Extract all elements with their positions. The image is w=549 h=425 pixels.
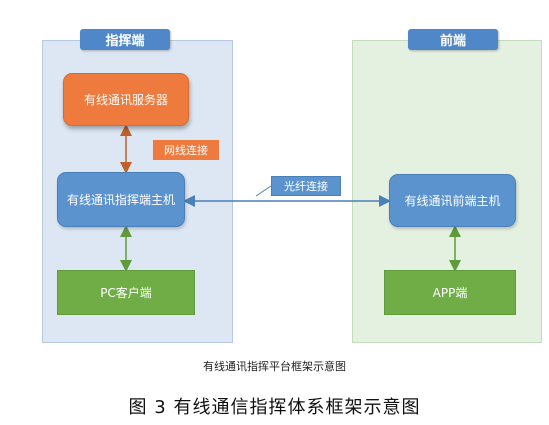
front-side-title: 前端: [408, 29, 498, 50]
network-cable-label: 网线连接: [153, 140, 219, 160]
wired-comm-server-node: 有线通讯服务器: [63, 73, 189, 126]
figure-caption: 图 3 有线通信指挥体系框架示意图: [128, 397, 421, 418]
command-side-title: 指挥端: [80, 29, 170, 50]
front-host-node: 有线通讯前端主机: [389, 174, 516, 227]
pc-client-node: PC客户端: [57, 270, 195, 315]
fiber-link-label: 光纤连接: [271, 176, 341, 196]
command-host-node: 有线通讯指挥端主机: [57, 172, 185, 227]
app-client-node: APP端: [384, 270, 516, 315]
diagram-subcaption: 有线通讯指挥平台框架示意图: [203, 360, 346, 373]
